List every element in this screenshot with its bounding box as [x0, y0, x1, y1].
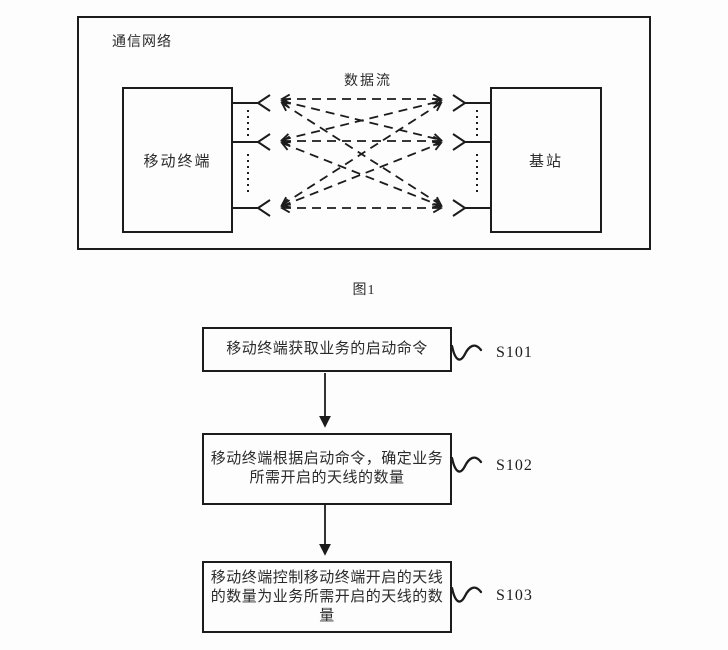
- mobile-antennas: [233, 94, 271, 217]
- base-station-label: 基站: [528, 153, 563, 170]
- flow-step-2-text-line2: 所需开启的天线的数量: [249, 470, 405, 486]
- squiggle-s102: [450, 456, 483, 473]
- step-connector-squiggles: [450, 344, 483, 603]
- flow-step-3-text-line2: 的数量为业务所需开启的天线的数: [210, 588, 444, 605]
- antenna-ellipsis-dots: [247, 110, 478, 194]
- flow-step-2-text-line1: 移动终端根据启动命令，确定业务: [210, 451, 444, 467]
- step-label-s103: S103: [496, 587, 533, 604]
- base-station-antennas: [452, 94, 490, 217]
- mobile-terminal-box: 移动终端: [122, 87, 233, 233]
- base-station-box: 基站: [490, 87, 602, 233]
- data-flow-label: 数据流: [344, 74, 392, 89]
- step-label-s102: S102: [496, 457, 533, 474]
- flow-step-2-box: 移动终端根据启动命令，确定业务 所需开启的天线的数量: [202, 433, 452, 505]
- flow-step-1-box: 移动终端获取业务的启动命令: [202, 327, 452, 372]
- figure1-caption: 图1: [352, 283, 376, 298]
- communication-network-label: 通信网络: [112, 35, 172, 50]
- flow-step-3-box: 移动终端控制移动终端开启的天线 的数量为业务所需开启的天线的数 量: [202, 561, 452, 633]
- flow-step-1-text: 移动终端获取业务的启动命令: [226, 341, 428, 357]
- communication-network-box: [77, 16, 651, 250]
- step-label-s101: S101: [496, 344, 533, 361]
- flow-step-3-text-line3: 量: [319, 607, 335, 624]
- mobile-terminal-label: 移动终端: [143, 153, 212, 170]
- flow-step-3-text-line1: 移动终端控制移动终端开启的天线: [210, 569, 444, 586]
- squiggle-s101: [450, 344, 483, 361]
- squiggle-s103: [450, 586, 483, 603]
- data-flow-mesh: [280, 93, 443, 214]
